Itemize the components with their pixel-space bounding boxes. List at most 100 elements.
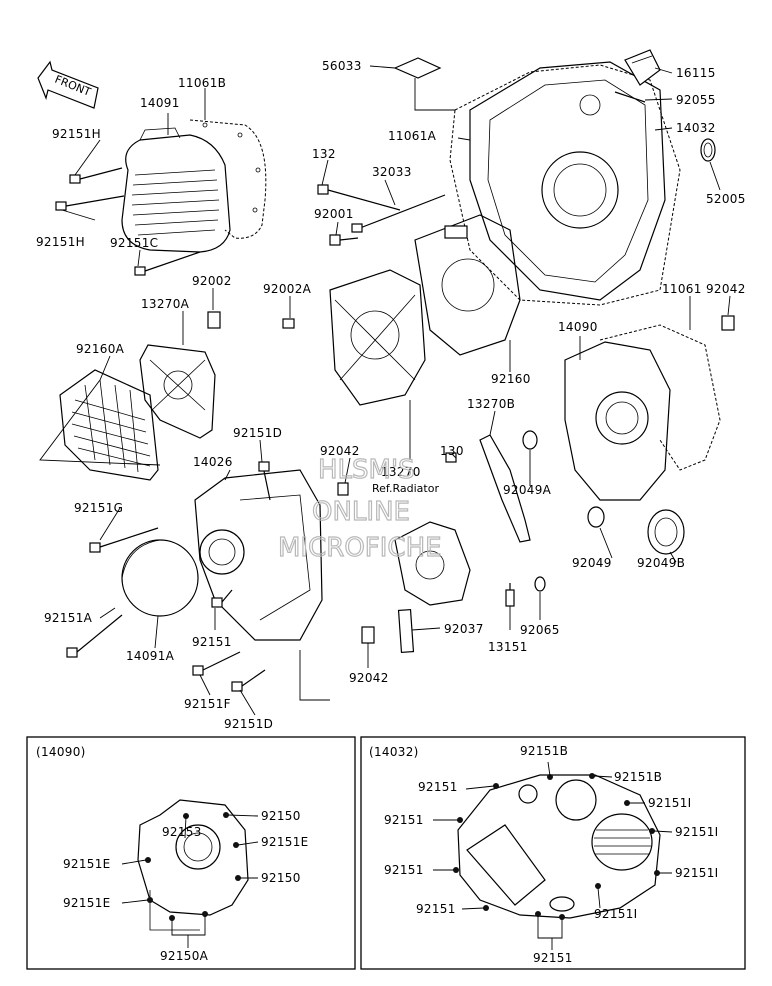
inset-left-label-92151E-left-top: 92151E xyxy=(63,857,111,871)
gasket-11061B xyxy=(189,119,267,239)
pump-body xyxy=(394,521,471,606)
plug-92002 xyxy=(207,311,221,329)
hose-92037 xyxy=(397,608,415,654)
inset-right-label-92151I-1: 92151I xyxy=(648,796,692,810)
label-92042-top: 92042 xyxy=(706,282,746,296)
label-92055: 92055 xyxy=(676,93,716,107)
bolt-92042-top xyxy=(721,315,735,331)
label-130: 130 xyxy=(440,444,464,458)
inset-right-label-92151I-4: 92151I xyxy=(594,907,638,921)
label-92151H-bottom: 92151H xyxy=(36,235,85,249)
bolt-92151H-top xyxy=(69,167,123,184)
pin-92055 xyxy=(614,91,646,103)
inset-14032: (14032) 92151B 92151B 92151 92151I 92151… xyxy=(360,736,746,970)
label-14026: 14026 xyxy=(193,455,233,469)
inset-right-label-92151I-2: 92151I xyxy=(675,825,719,839)
inset-right-label-92151B-right: 92151B xyxy=(614,770,662,784)
label-92160: 92160 xyxy=(491,372,531,386)
label-92042-low: 92042 xyxy=(349,671,389,685)
label-11061A: 11061A xyxy=(388,129,437,143)
leader-lines xyxy=(39,65,731,716)
label-13151: 13151 xyxy=(488,640,528,654)
clutch-cover-14032 xyxy=(469,61,666,301)
bolt-92042-low xyxy=(361,626,375,644)
inset-right-label-92151-top-left: 92151 xyxy=(418,780,458,794)
label-92037: 92037 xyxy=(444,622,484,636)
label-92002: 92002 xyxy=(192,274,232,288)
bolt-92151 xyxy=(211,589,233,608)
label-plate-56033 xyxy=(393,57,442,79)
label-132: 132 xyxy=(312,147,336,161)
label-14090: 14090 xyxy=(558,320,598,334)
label-14091: 14091 xyxy=(140,96,180,110)
label-14032: 14032 xyxy=(676,121,716,135)
gasket-13270B xyxy=(479,434,531,543)
label-14091A: 14091A xyxy=(126,649,175,663)
plug-92002A xyxy=(282,318,295,329)
label-92049: 92049 xyxy=(572,556,612,570)
label-92151D-bottom: 92151D xyxy=(224,717,273,731)
seal-92049 xyxy=(587,506,605,528)
bearing-92049B xyxy=(647,509,685,555)
oil-seal-52005 xyxy=(700,138,716,162)
label-56033: 56033 xyxy=(322,59,362,73)
inset-left-label-92151E-right: 92151E xyxy=(261,835,309,849)
watermark-line-2: ONLINE xyxy=(312,497,410,527)
inset-right-label-92151-lower-left: 92151 xyxy=(384,863,424,877)
ref-radiator-text: Ref.Radiator xyxy=(372,482,439,495)
water-pump-cover-14090 xyxy=(564,341,671,501)
inset-14032-bolts xyxy=(453,773,660,920)
bolt-92151D-bottom xyxy=(231,669,266,692)
cover-14091A xyxy=(121,539,199,617)
sensor-13151 xyxy=(505,583,515,607)
label-92151: 92151 xyxy=(192,635,232,649)
label-92049B: 92049B xyxy=(637,556,685,570)
label-92151H-top: 92151H xyxy=(52,127,101,141)
washer-92065 xyxy=(534,576,546,592)
label-13270: 13270 xyxy=(381,465,421,479)
label-92049A: 92049A xyxy=(503,483,552,497)
generator-cover-14091 xyxy=(121,127,231,253)
label-11061: 11061 xyxy=(662,282,702,296)
label-92065: 92065 xyxy=(520,623,560,637)
bolt-32033 xyxy=(351,194,446,233)
bolt-92151C xyxy=(134,251,201,276)
label-13270A: 13270A xyxy=(141,297,190,311)
label-92160A: 92160A xyxy=(76,342,125,356)
label-92151A: 92151A xyxy=(44,611,93,625)
bolt-92151G xyxy=(89,527,159,553)
bolt-92151F xyxy=(192,651,241,676)
inset-14090: (14090) 92153 92150 92151E 92151E 92150 … xyxy=(26,736,356,970)
seal-92049A xyxy=(522,430,538,450)
label-92151C: 92151C xyxy=(110,236,158,250)
inset-right-label-92151-bottom-left: 92151 xyxy=(416,902,456,916)
inset-right-label-92151-mid-left: 92151 xyxy=(384,813,424,827)
bolt-92151D-top xyxy=(258,461,271,501)
gasket-11061A xyxy=(449,64,681,306)
watermark-line-1: HLSM'S xyxy=(318,455,415,485)
inset-left-label-92151E-left-bottom: 92151E xyxy=(63,896,111,910)
label-92151G: 92151G xyxy=(74,501,123,515)
grille-92160A xyxy=(59,369,159,481)
bolt-132 xyxy=(317,184,401,211)
bolt-92042-mid xyxy=(337,482,349,496)
label-52005: 52005 xyxy=(706,192,746,206)
cap-16115 xyxy=(624,49,661,86)
inset-right-label-92151I-3: 92151I xyxy=(675,866,719,880)
label-13270B: 13270B xyxy=(467,397,515,411)
label-92002A: 92002A xyxy=(263,282,312,296)
inset-left-label-92153: 92153 xyxy=(162,825,202,839)
label-92151F: 92151F xyxy=(184,697,231,711)
bolt-92151H-bottom xyxy=(55,195,125,211)
inset-14032-title: (14032) xyxy=(369,745,419,759)
cover-92160 xyxy=(414,214,521,356)
watermark: HLSM'S ONLINE MICROFICHE Ref.Radiator xyxy=(277,454,442,563)
inset-left-label-92150A: 92150A xyxy=(160,949,209,963)
bolt-92151A xyxy=(66,614,123,658)
label-92151D-top: 92151D xyxy=(233,426,282,440)
inset-left-label-92150-top: 92150 xyxy=(261,809,301,823)
label-92001: 92001 xyxy=(314,207,354,221)
inset-right-label-92151-bottom: 92151 xyxy=(533,951,573,965)
